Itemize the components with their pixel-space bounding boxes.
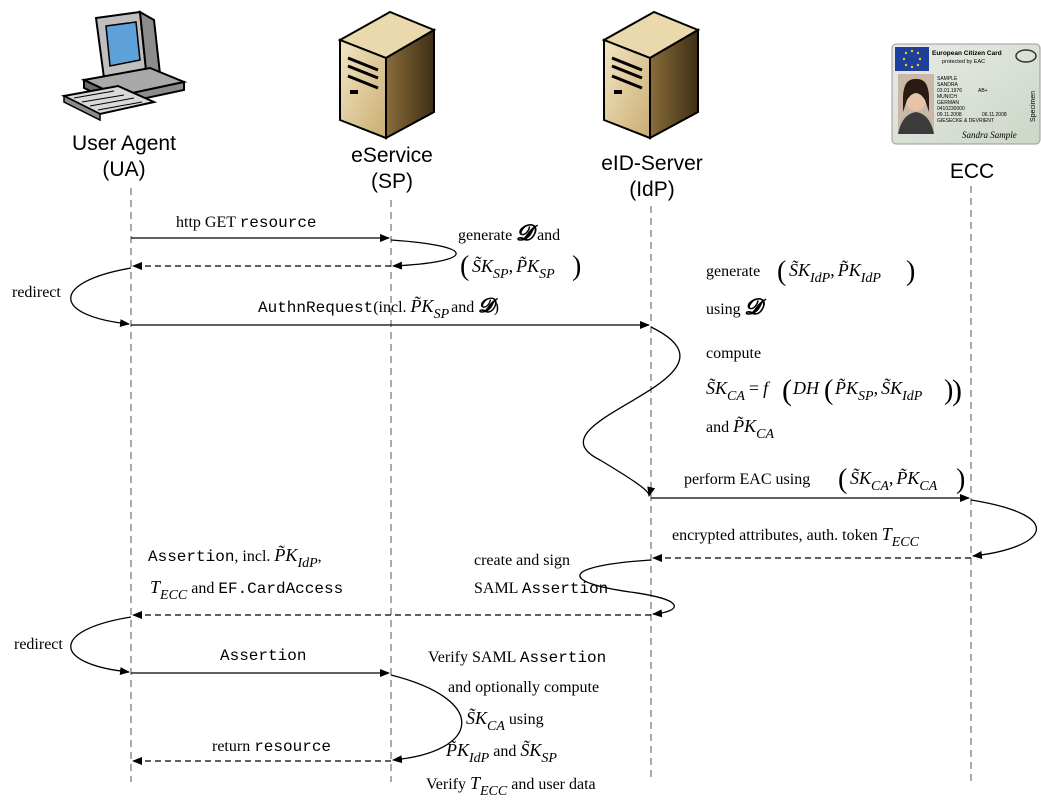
loop-sp-generate	[390, 239, 457, 270]
svg-text:(: (	[838, 464, 847, 495]
card-subtitle: protected by EAC	[942, 59, 985, 65]
citizen-card-image: European Citizen Card protected by EAC S…	[891, 43, 1041, 145]
svg-text:SAML Assertion: SAML Assertion	[474, 580, 608, 598]
svg-text:S̃KCA,P̃KCA: S̃KCA,P̃KCA	[850, 468, 938, 494]
svg-text:): )	[944, 375, 953, 406]
loop-sp-verify	[390, 674, 463, 764]
message-return-resource: return resource	[212, 738, 331, 756]
loop-ua-redirect1	[70, 267, 132, 328]
svg-text:perform EAC using: perform EAC using	[684, 471, 810, 488]
participant-idp-name: eID-Server	[601, 152, 703, 175]
message-encrypted-attributes: encrypted attributes, auth. token TECC	[672, 524, 920, 550]
card-signature: Sandra Sample	[962, 130, 1017, 140]
message-assertion-response: Assertion, incl. P̃KIdP, TECC and EF.Car…	[148, 545, 343, 603]
svg-text:P̃KSP,S̃KIdP: P̃KSP,S̃KIdP	[834, 378, 923, 404]
card-specimen: Specimen	[1030, 91, 1037, 122]
svg-text:): )	[572, 251, 581, 282]
participant-sp-name: eService	[351, 144, 433, 167]
loop-idp-compute	[582, 326, 681, 497]
svg-text:S̃KIdP,P̃KIdP: S̃KIdP,P̃KIdP	[789, 260, 881, 286]
svg-text:and optionally compute: and optionally compute	[448, 679, 599, 696]
card-field: AB+	[978, 88, 988, 94]
svg-text:(: (	[824, 375, 833, 406]
participant-sp-abbr: (SP)	[371, 170, 413, 193]
card-field: 0410230000	[937, 106, 965, 112]
card-field: 09.11.2008	[937, 112, 962, 118]
participant-ua-name: User Agent	[72, 132, 176, 155]
svg-text:S̃KSP,P̃KSP: S̃KSP,P̃KSP	[472, 256, 555, 282]
svg-text:Verify SAML Assertion: Verify SAML Assertion	[428, 649, 606, 667]
svg-text:): )	[956, 464, 965, 495]
card-title: European Citizen Card	[932, 50, 1002, 57]
svg-text:S̃KCA using: S̃KCA using	[466, 708, 544, 734]
note-idp-sign: create and sign SAML Assertion	[474, 552, 608, 598]
svg-text:): )	[906, 256, 915, 287]
message-http-get: http GET resource	[176, 214, 317, 232]
svg-text:(: (	[777, 256, 786, 287]
participant-ua-abbr: (UA)	[102, 158, 145, 181]
svg-text:S̃KCA=f: S̃KCA=f	[706, 378, 771, 404]
svg-text:compute: compute	[706, 345, 761, 362]
svg-text:): )	[952, 374, 962, 407]
note-idp-compute: compute S̃KCA=f ( DH ( P̃KSP,S̃KIdP ) ) …	[706, 345, 962, 442]
loop-idp-sign	[579, 559, 675, 618]
svg-text:and P̃KCA: and P̃KCA	[706, 416, 774, 442]
label-redirect-2: redirect	[14, 636, 63, 653]
card-field: GIESECKE & DEVRIENT	[937, 118, 994, 124]
svg-text:using 𝓓: using 𝓓	[706, 294, 767, 320]
svg-text:generate: generate	[706, 263, 760, 280]
loop-ua-redirect2	[70, 616, 132, 676]
note-idp-generate: generate ( S̃KIdP,P̃KIdP ) using 𝓓	[706, 256, 915, 320]
participant-idp-abbr: (IdP)	[629, 178, 675, 201]
message-perform-eac: perform EAC using ( S̃KCA,P̃KCA )	[684, 464, 965, 495]
svg-text:DH: DH	[792, 378, 820, 398]
card-field: 06.11.2008	[982, 112, 1007, 118]
note-sp-keypair: ( S̃KSP,P̃KSP )	[460, 251, 581, 282]
server-icon-sp	[337, 10, 437, 140]
server-icon-idp	[601, 10, 701, 140]
card-field: SAMPLE	[937, 76, 958, 82]
svg-text:Assertion, incl. P̃KIdP,: Assertion, incl. P̃KIdP,	[148, 545, 322, 571]
note-sp-generate: generate 𝓓 and	[458, 220, 560, 246]
message-assertion: Assertion	[220, 647, 306, 665]
card-field: MUNICH	[937, 94, 957, 100]
computer-icon	[60, 10, 188, 122]
svg-text:(: (	[782, 374, 792, 407]
card-field: SANDRA	[937, 82, 959, 88]
note-sp-verify: Verify SAML Assertion and optionally com…	[426, 649, 606, 799]
loop-ecc	[970, 499, 1038, 559]
card-field: GERMAN	[937, 100, 959, 106]
svg-text:create and sign: create and sign	[474, 552, 570, 569]
svg-text:(: (	[460, 251, 469, 282]
card-field: 03.01.1976	[937, 88, 962, 94]
svg-text:Verify TECC and user data: Verify TECC and user data	[426, 773, 596, 799]
svg-text:TECC and EF.CardAccess: TECC and EF.CardAccess	[150, 577, 343, 603]
participant-ecc-name: ECC	[950, 160, 994, 183]
label-redirect-1: redirect	[12, 284, 61, 301]
svg-text:P̃KIdP and S̃KSP: P̃KIdP and S̃KSP	[445, 740, 557, 766]
